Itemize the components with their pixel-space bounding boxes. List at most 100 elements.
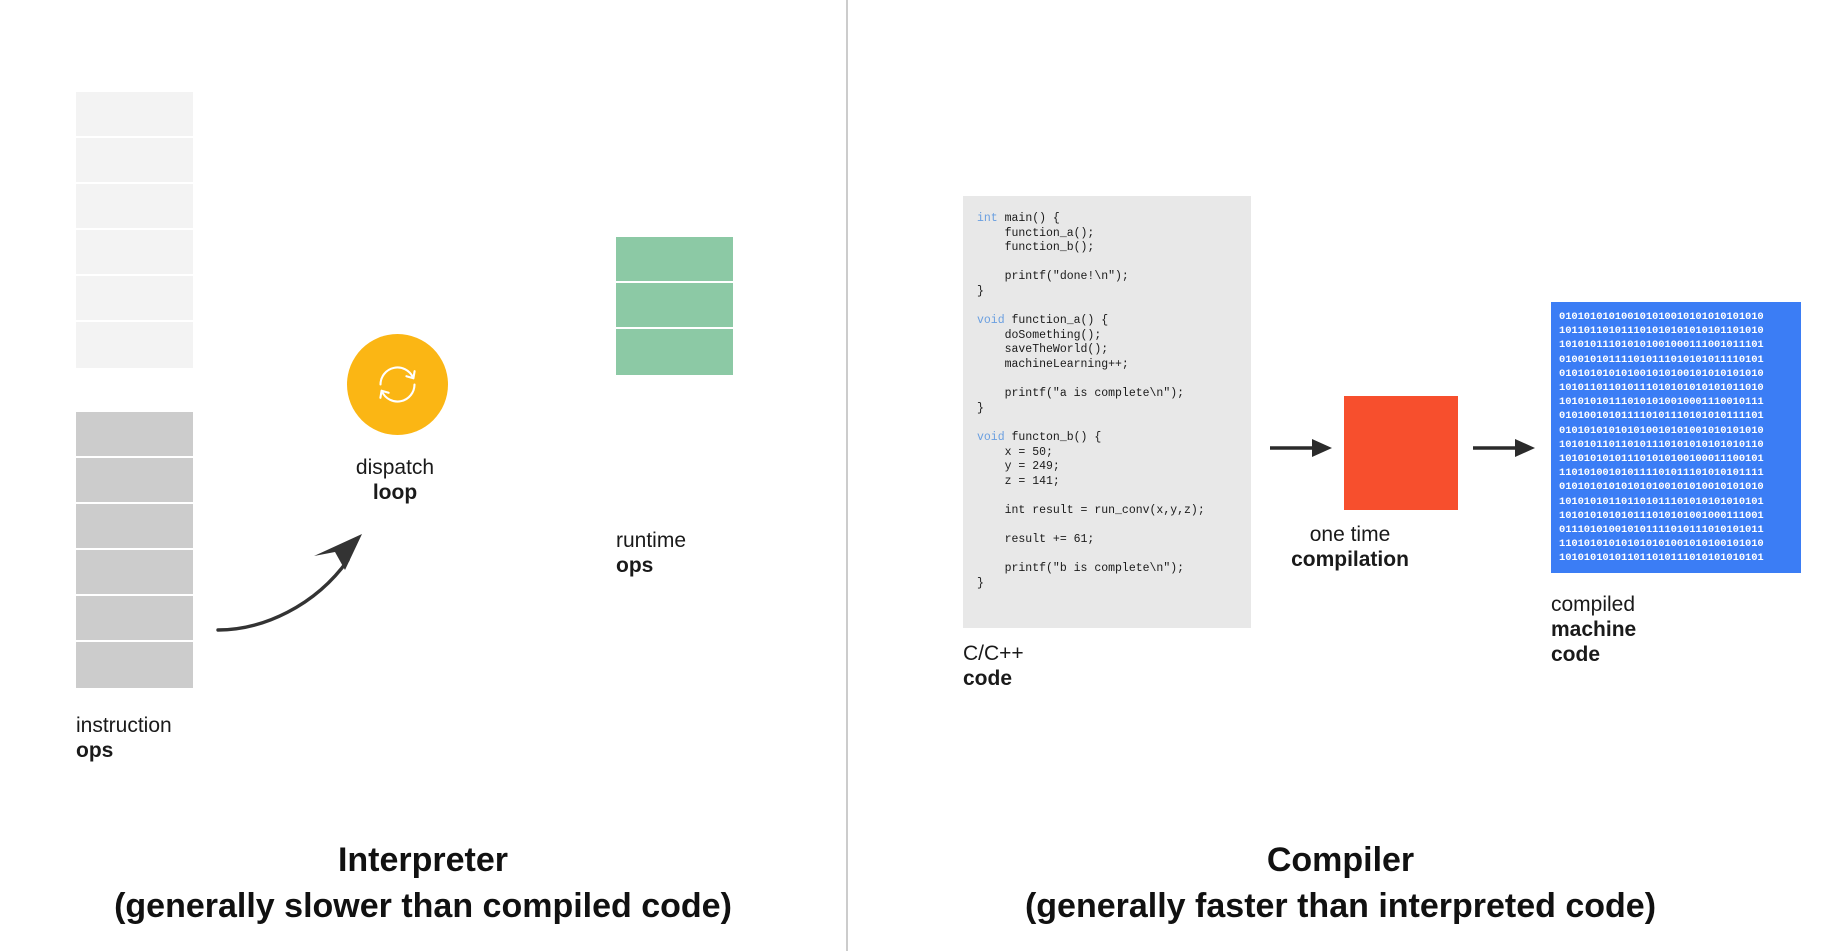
interpreter-caption-title: Interpreter — [337, 841, 509, 879]
binary-line: 101101101011101010101010101101010 — [1559, 325, 1764, 338]
instruction-op-block — [76, 412, 193, 458]
code-text: doSomething(); — [977, 328, 1102, 342]
code-line: saveTheWorld(); — [977, 343, 1237, 358]
code-line: int result = run_conv(x,y,z); — [977, 504, 1237, 519]
code-line: y = 249; — [977, 460, 1237, 475]
one-time-compilation-label-line1: one time — [1309, 523, 1391, 546]
binary-line: 010101010101010100101010010101010 — [1559, 481, 1764, 494]
code-line — [977, 373, 1237, 388]
instruction-op-block — [76, 458, 193, 504]
one-time-compilation-box — [1344, 396, 1458, 510]
compiled-machine-code-panel: 010101010100101010010101010101010 1011011… — [1551, 302, 1801, 573]
code-line — [977, 548, 1237, 563]
instruction-op-block — [76, 504, 193, 550]
compiler-caption-subtitle: (generally faster than interpreted code) — [846, 883, 1835, 929]
compiler-caption-emphasis: faster — [1195, 887, 1288, 925]
compiler-caption-suffix: than interpreted code) — [1287, 887, 1657, 925]
empty-instruction-slot — [76, 92, 193, 138]
code-line: printf("done!\n"); — [977, 270, 1237, 285]
binary-line: 110101001010111101011101010101111 — [1559, 467, 1764, 480]
binary-line: 101010101110101010010001110010111 — [1559, 396, 1764, 409]
instruction-op-block — [76, 550, 193, 596]
code-line — [977, 300, 1237, 315]
dispatch-loop-label-line2: loop — [372, 481, 418, 504]
code-line: printf("a is complete\n"); — [977, 387, 1237, 402]
one-time-compilation-label-line2: compilation — [1291, 548, 1409, 571]
binary-line: 101010111010101001000111001011101 — [1559, 339, 1764, 352]
binary-line: 101010110110101110101010101010110 — [1559, 438, 1764, 451]
code-text: machineLearning++; — [977, 357, 1129, 371]
empty-instruction-slots-stack — [76, 92, 193, 368]
cpp-source-code-panel: int main() { function_a(); function_b();… — [963, 196, 1251, 628]
instruction-ops-label-line1: instruction — [76, 714, 172, 737]
code-line: z = 141; — [977, 475, 1237, 490]
empty-instruction-slot — [76, 276, 193, 322]
code-line: function_b(); — [977, 241, 1237, 256]
code-line: function_a(); — [977, 227, 1237, 242]
cpp-code-label: C/C++ code — [963, 641, 1024, 691]
code-line: } — [977, 285, 1237, 300]
runtime-ops-label: runtime ops — [616, 528, 686, 578]
code-text: x = 50; — [977, 445, 1053, 459]
compiled-machine-code-label: compiled machine code — [1551, 592, 1636, 667]
code-text: } — [977, 284, 984, 298]
one-time-compilation-label: one time compilation — [1255, 522, 1445, 572]
code-text: main() { — [997, 212, 1060, 225]
dispatch-loop-circle — [347, 334, 448, 435]
code-text: result += 61; — [977, 533, 1095, 547]
code-text: function_b(); — [977, 241, 1095, 255]
compiler-caption-prefix: (generally — [1024, 887, 1196, 925]
empty-instruction-slot — [76, 230, 193, 276]
code-text: function_a() { — [1004, 314, 1109, 328]
arrow-right-to-machine-code-icon — [1473, 437, 1535, 464]
compiler-caption: Compiler (generally faster than interpre… — [846, 837, 1835, 929]
code-line — [977, 489, 1237, 504]
runtime-ops-stack — [616, 237, 733, 375]
empty-instruction-slot — [76, 184, 193, 230]
code-keyword: void — [977, 314, 1005, 328]
code-text: z = 141; — [977, 474, 1060, 488]
vertical-divider — [846, 0, 848, 951]
interpreter-caption-suffix: than compiled code) — [391, 887, 732, 925]
interpreter-caption-prefix: (generally — [114, 887, 285, 925]
code-line: } — [977, 577, 1237, 592]
binary-line: 101011011010111010101010101011010 — [1559, 382, 1764, 395]
code-text: } — [977, 576, 984, 590]
code-text: y = 249; — [977, 460, 1060, 474]
instruction-ops-label: instruction ops — [76, 713, 172, 763]
code-keyword: int — [977, 212, 998, 225]
code-keyword: void — [977, 430, 1005, 444]
runtime-ops-label-line1: runtime — [616, 529, 687, 552]
code-line: int main() { — [977, 212, 1237, 227]
binary-line: 010100101011110101110101010111101 — [1559, 410, 1764, 423]
binary-line: 010101010101010010101001010101010 — [1559, 424, 1764, 437]
code-line: printf("b is complete\n"); — [977, 562, 1237, 577]
binary-line: 010101010101001010100101010101010 — [1559, 367, 1764, 380]
code-line: x = 50; — [977, 446, 1237, 461]
compiled-machine-code-label-line2: machine — [1551, 618, 1637, 641]
runtime-op-block — [616, 329, 733, 375]
interpreter-caption-subtitle: (generally slower than compiled code) — [0, 883, 846, 929]
binary-line: 101010101011101010100100011100101 — [1559, 453, 1764, 466]
code-line: } — [977, 402, 1237, 417]
code-line: doSomething(); — [977, 329, 1237, 344]
binary-line: 101010101011011010111010101010101 — [1559, 552, 1764, 565]
cpp-code-label-line1: C/C++ — [963, 642, 1024, 665]
compiler-caption-title: Compiler — [1266, 841, 1415, 879]
runtime-op-block — [616, 283, 733, 329]
code-line: machineLearning++; — [977, 358, 1237, 373]
interpreter-caption-emphasis: slower — [284, 887, 392, 925]
code-line — [977, 518, 1237, 533]
code-text: printf("b is complete\n"); — [977, 562, 1185, 576]
code-line — [977, 256, 1237, 271]
dispatch-loop-label: dispatch loop — [305, 455, 485, 505]
arrow-right-to-compiler-icon — [1270, 437, 1332, 464]
code-line — [977, 416, 1237, 431]
dispatch-curved-arrow-icon — [215, 520, 395, 640]
code-text: printf("a is complete\n"); — [977, 387, 1185, 401]
binary-line: 010101010100101010010101010101010 — [1559, 311, 1764, 323]
empty-instruction-slot — [76, 322, 193, 368]
instruction-op-block — [76, 642, 193, 688]
runtime-ops-label-line2: ops — [616, 554, 654, 577]
